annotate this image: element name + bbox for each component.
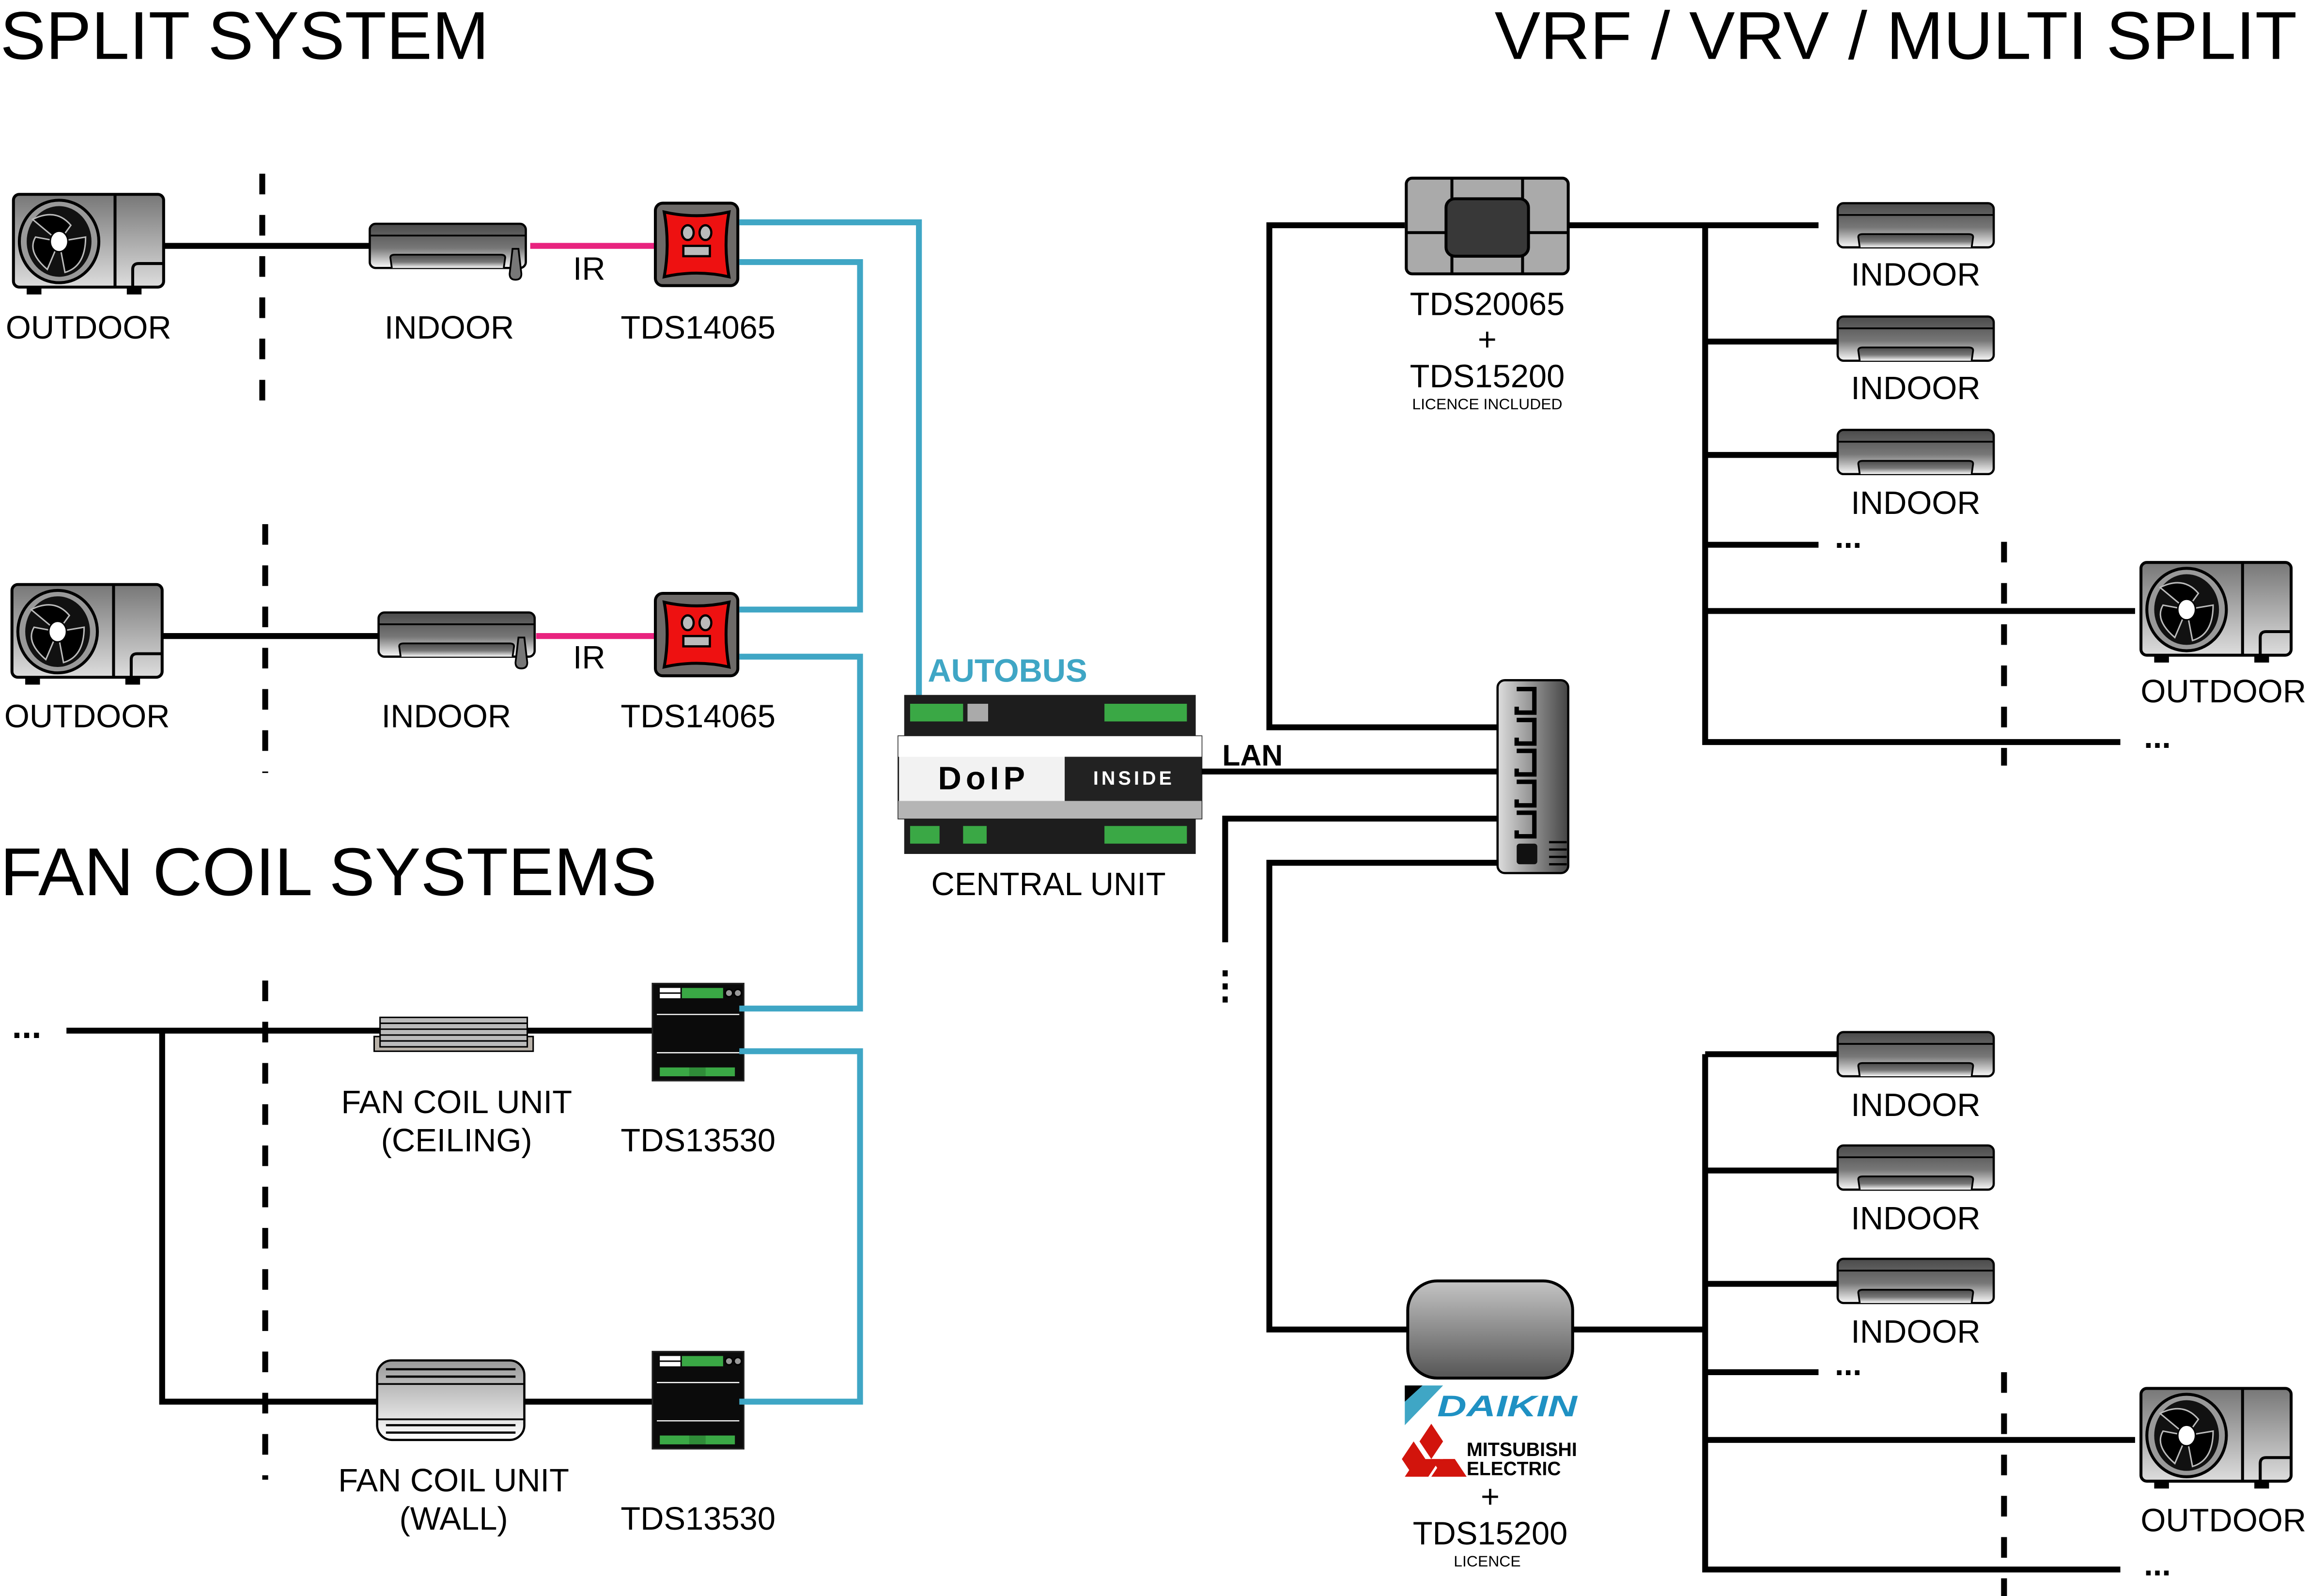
plus-label: + <box>1481 1479 1500 1515</box>
inside-logo: INSIDE <box>1093 768 1175 789</box>
doip-logo: DoIP <box>938 760 1030 796</box>
split-row-2: OUTDOOR INDOOR IR TDS14065 <box>4 524 775 773</box>
vrf-bottom-group: DAIKIN MITSUBISHI ELECTRIC + TDS15200 LI… <box>1402 1032 2306 1596</box>
mitsubishi-electric-logo: MITSUBISHI ELECTRIC <box>1402 1424 1577 1480</box>
outdoor-ellipsis: ... <box>2144 719 2171 755</box>
indoor-ellipsis: ... <box>1835 1346 1862 1382</box>
ir-label: IR <box>573 251 605 287</box>
tds14065-ir-interface-icon <box>655 203 738 285</box>
tds13530-fcu-interface-icon <box>651 1350 744 1450</box>
indoor-unit-icon <box>1838 430 1994 474</box>
tds14065-ir-interface-icon <box>655 593 738 676</box>
indoor-label: INDOOR <box>1851 257 1980 293</box>
ceiling-fan-coil-icon <box>373 1016 534 1052</box>
outdoor-ellipsis: ... <box>2144 1546 2171 1582</box>
indoor-unit-icon <box>1838 1259 1994 1303</box>
brand-gateway-icon <box>1406 1279 1574 1380</box>
plus-label: + <box>1478 321 1497 357</box>
central-unit: DoIP INSIDE <box>898 695 1203 854</box>
outdoor-unit-icon <box>2141 1388 2291 1488</box>
indoor-unit-icon <box>1838 1032 1994 1076</box>
indoor-unit-icon <box>1838 317 1994 361</box>
lan-wiring <box>1201 222 1499 1333</box>
indoor-label: INDOOR <box>382 698 511 735</box>
interface-label: TDS14065 <box>620 310 775 346</box>
outdoor-label: OUTDOOR <box>4 698 170 735</box>
svg-text:MITSUBISHI: MITSUBISHI <box>1467 1439 1577 1460</box>
indoor-ellipsis: ... <box>1835 519 1862 555</box>
indoor-label: INDOOR <box>1851 1087 1980 1123</box>
fan-coil-ceiling-label: (CEILING) <box>381 1122 532 1159</box>
fan-coil-ellipsis: ... <box>12 1007 42 1046</box>
daikin-logo: DAIKIN <box>1405 1385 1578 1426</box>
indoor-unit-icon <box>379 613 535 657</box>
lan-label: LAN <box>1222 739 1283 772</box>
indoor-unit-icon <box>370 224 526 268</box>
svg-text:DAIKIN: DAIKIN <box>1437 1390 1578 1423</box>
section-title-split-system: SPLIT SYSTEM <box>0 0 489 74</box>
interface-label: TDS13530 <box>620 1122 775 1159</box>
outdoor-unit-icon <box>2141 562 2291 663</box>
indoor-label: INDOOR <box>385 310 514 346</box>
licence-note: LICENCE INCLUDED <box>1412 395 1562 413</box>
split-row-1: OUTDOOR INDOOR IR TDS14065 <box>6 173 775 401</box>
fan-coil-section: ... FAN COIL UNIT (CEILING) TDS13530 FAN… <box>12 980 775 1537</box>
outdoor-unit-icon <box>14 194 164 294</box>
autobus-wiring <box>739 219 922 1405</box>
gateway-model-label: TDS20065 <box>1410 286 1565 322</box>
fan-coil-wall-label: (WALL) <box>400 1501 508 1537</box>
indoor-label: INDOOR <box>1851 485 1980 521</box>
indoor-label: INDOOR <box>1851 1314 1980 1350</box>
tds13530-fcu-interface-icon <box>651 982 744 1082</box>
outdoor-label: OUTDOOR <box>2140 1502 2306 1538</box>
licence-model-label: TDS15200 <box>1413 1516 1568 1552</box>
outdoor-label: OUTDOOR <box>6 310 171 346</box>
tds20065-gateway-icon <box>1405 176 1570 276</box>
indoor-label: INDOOR <box>1851 1200 1980 1237</box>
wall-fan-coil-icon <box>376 1359 526 1441</box>
ir-label: IR <box>573 639 605 676</box>
autobus-label: AUTOBUS <box>928 652 1087 689</box>
svg-text:ELECTRIC: ELECTRIC <box>1467 1458 1561 1480</box>
vrf-top-group: TDS20065 + TDS15200 LICENCE INCLUDED IND… <box>1405 176 2306 766</box>
indoor-unit-icon <box>1838 203 1994 247</box>
ir-receiver-icon <box>509 248 523 281</box>
outdoor-unit-icon <box>12 585 162 685</box>
outdoor-label: OUTDOOR <box>2140 673 2306 710</box>
licence-note: LICENCE <box>1454 1552 1520 1570</box>
indoor-label: INDOOR <box>1851 370 1980 406</box>
network-switch-icon <box>1496 679 1569 874</box>
lan-branch-ellipsis: ⋮ <box>1206 963 1244 1007</box>
indoor-unit-icon <box>1838 1146 1994 1190</box>
fan-coil-ceiling-label: FAN COIL UNIT <box>341 1084 572 1120</box>
licence-model-label: TDS15200 <box>1410 358 1565 394</box>
fan-coil-wall-label: FAN COIL UNIT <box>338 1462 569 1499</box>
central-unit-label: CENTRAL UNIT <box>931 866 1166 902</box>
interface-label: TDS13530 <box>620 1501 775 1537</box>
section-title-fan-coil: FAN COIL SYSTEMS <box>0 834 657 910</box>
ir-receiver-icon <box>514 636 528 669</box>
interface-label: TDS14065 <box>620 698 775 735</box>
section-title-vrf: VRF / VRV / MULTI SPLIT <box>1495 0 2297 74</box>
